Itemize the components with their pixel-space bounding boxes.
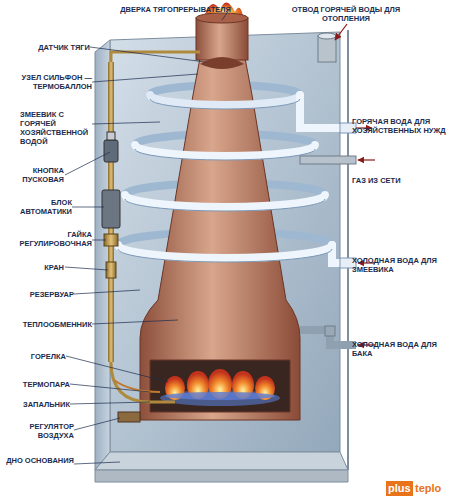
- coil-front: [150, 95, 300, 105]
- draft-hood: [196, 18, 248, 60]
- gas-control: [114, 380, 160, 392]
- coil-front: [135, 145, 315, 156]
- pipes-right: [300, 156, 356, 164]
- burner-flames: [160, 369, 280, 406]
- part-label: БЛОК АВТОМАТИКИ: [6, 198, 72, 216]
- watermark-logo: plus: [386, 481, 413, 496]
- part-label: РЕЗЕРВУАР: [2, 290, 74, 299]
- coil-outline: [125, 199, 325, 211]
- heating-outlet-pipe: [318, 33, 336, 62]
- part-label: РЕГУЛЯТОР ВОЗДУХА: [2, 422, 74, 440]
- casing: [347, 30, 349, 470]
- gas-control: [111, 362, 175, 402]
- coil-outline: [118, 99, 332, 262]
- leader-line: [90, 47, 205, 62]
- leader-line: [74, 290, 140, 294]
- gas-control: [102, 52, 200, 422]
- casing: [110, 32, 340, 452]
- part-label: УЗЕЛ СИЛЬФОН — ТЕРМОБАЛЛОН: [6, 73, 92, 91]
- part-label: ДВЕРКА ТЯГОПРЕРЫВАТЕЛЯ: [95, 5, 231, 14]
- coil-outline: [150, 99, 300, 109]
- casing: [95, 30, 348, 482]
- leader-line: [72, 207, 104, 208]
- leader-line: [74, 462, 120, 464]
- gas-control: [104, 140, 118, 162]
- coil-front: [125, 195, 325, 207]
- casing: [95, 452, 348, 470]
- burner-flames: [165, 392, 275, 400]
- leader-line: [65, 152, 110, 175]
- gas-control: [118, 412, 140, 422]
- part-label: ГАЙКА РЕГУЛИРОВОЧНАЯ: [2, 230, 92, 248]
- gas-control: [107, 132, 115, 140]
- flow-arrow: [335, 24, 347, 40]
- leader-line: [74, 418, 120, 430]
- part-label: ГАЗ ИЗ СЕТИ: [352, 176, 444, 185]
- leader-line: [92, 240, 106, 241]
- casing: [95, 470, 348, 482]
- pipes-right: [300, 123, 356, 345]
- part-label: ЗАПАЛЬНИК: [2, 400, 70, 409]
- heat-exchanger: [140, 58, 300, 420]
- pipes-right: [325, 326, 335, 336]
- part-label: КНОПКА ПУСКОВАЯ: [6, 166, 64, 184]
- draft-hood: [200, 57, 244, 69]
- heating-outlet-pipe: [318, 33, 336, 39]
- coil-front: [118, 245, 332, 258]
- leader-line: [92, 74, 198, 82]
- leader-line: [70, 402, 150, 404]
- heat-exchanger: [150, 360, 290, 412]
- draft-hood: [196, 13, 248, 23]
- part-label: ХОЛОДНАЯ ВОДА ДЛЯ ЗМЕЕВИКА: [352, 256, 444, 274]
- heat-exchanger: [140, 58, 300, 420]
- watermark-logo: teplo: [413, 481, 443, 496]
- leader-line: [92, 320, 178, 324]
- leader-line: [70, 384, 150, 392]
- coil-outline: [118, 249, 332, 262]
- gas-control: [104, 234, 118, 246]
- part-label: ГОРЯЧАЯ ВОДА ДЛЯ ХОЗЯЙСТВЕННЫХ НУЖД: [352, 117, 448, 135]
- part-label: ДАТЧИК ТЯГИ: [6, 43, 90, 52]
- part-label: ОТВОД ГОРЯЧЕЙ ВОДЫ ДЛЯ ОТОПЛЕНИЯ: [290, 5, 402, 23]
- leader-line: [65, 267, 108, 270]
- part-label: ТЕРМОПАРА: [2, 380, 70, 389]
- part-label: ДНО ОСНОВАНИЯ: [2, 456, 74, 465]
- coil-outline: [135, 149, 315, 160]
- coil-front: [118, 95, 348, 263]
- part-label: ГОРЕЛКА: [2, 352, 66, 361]
- gas-control: [102, 190, 120, 228]
- part-label: ХОЛОДНАЯ ВОДА ДЛЯ БАКА: [352, 340, 444, 358]
- heating-outlet-pipe: [318, 36, 336, 62]
- leader-line: [92, 122, 160, 124]
- leader-line: [66, 356, 168, 382]
- flow-arrow: [358, 159, 375, 160]
- casing: [95, 40, 110, 470]
- part-label: КРАН: [6, 263, 64, 272]
- part-label: ЗМЕЕВИК С ГОРЯЧЕЙ ХОЗЯЙСТВЕННОЙ ВОДОЙ: [20, 110, 92, 146]
- gas-control: [111, 52, 200, 62]
- part-label: ТЕПЛООБМЕННИК: [2, 320, 92, 329]
